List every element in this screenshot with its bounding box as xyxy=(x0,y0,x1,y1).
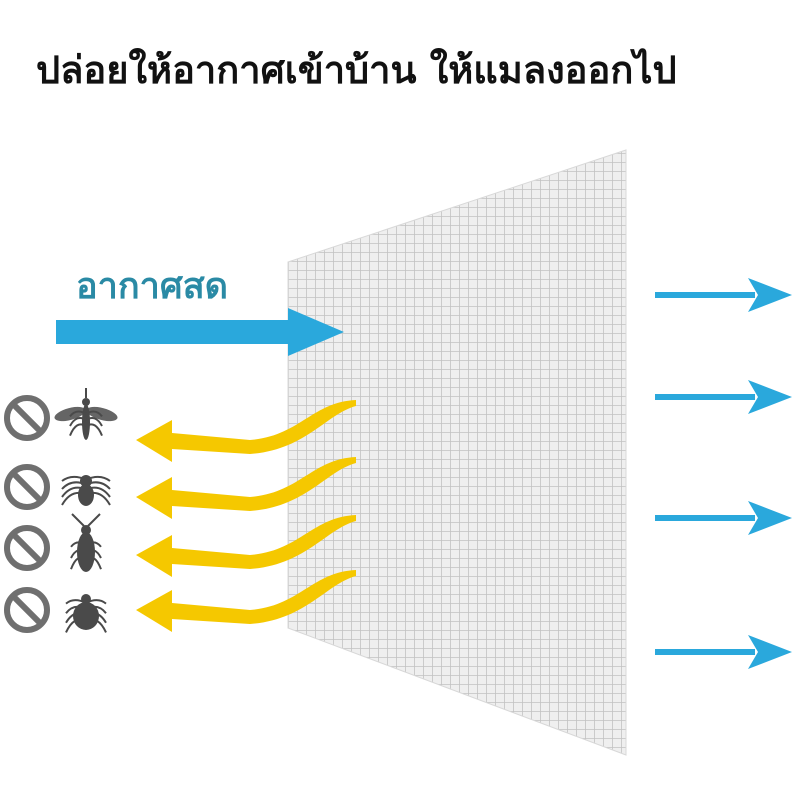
spider-icon xyxy=(61,475,111,506)
insect-blocked-arrow-body xyxy=(172,570,356,624)
headline: ปล่อยให้อากาศเข้าบ้าน ให้แมลงออกไป xyxy=(36,48,677,92)
tick-icon xyxy=(65,594,107,633)
blocked-insect-row xyxy=(4,587,107,633)
fresh-air-in-arrow xyxy=(56,308,344,356)
fresh-air-out-arrow-shaft xyxy=(655,394,755,400)
fresh-air-out-arrow-head xyxy=(748,278,792,312)
fresh-air-out-arrow xyxy=(655,501,792,535)
fresh-air-out-arrow-head xyxy=(748,635,792,669)
insect-blocked-arrow xyxy=(136,570,356,632)
insect-blocked-arrow-body xyxy=(172,400,356,454)
insect-blocked-arrow-body xyxy=(172,457,356,511)
fresh-air-out-arrow-head xyxy=(748,501,792,535)
forbidden-icon xyxy=(4,395,50,441)
insect-blocked-arrow-head xyxy=(136,535,172,577)
mosquito-icon xyxy=(54,388,118,440)
fresh-air-out-arrow xyxy=(655,635,792,669)
blocked-insects xyxy=(4,388,118,633)
insect-blocked-arrow-head xyxy=(136,420,172,462)
forbidden-icon xyxy=(4,587,50,633)
fresh-air-out-arrow-shaft xyxy=(655,649,755,655)
forbidden-icon xyxy=(4,464,50,510)
fresh-air-out-arrow xyxy=(655,380,792,414)
cockroach-icon xyxy=(70,513,102,572)
insect-screen-mesh xyxy=(287,149,627,756)
insect-blocked-arrow xyxy=(136,400,356,462)
fresh-air-out-arrow-shaft xyxy=(655,515,755,521)
fresh-air-out-arrow xyxy=(655,278,792,312)
fresh-air-out-arrow-shaft xyxy=(655,292,755,298)
fresh-air-out-arrow-head xyxy=(748,380,792,414)
insect-blocked-arrow xyxy=(136,457,356,519)
insect-blocked-arrow-head xyxy=(136,590,172,632)
blocked-insect-row xyxy=(4,388,118,441)
insect-blocked-arrow xyxy=(136,515,356,577)
fresh-air-out-arrows xyxy=(655,278,792,669)
blocked-insect-row xyxy=(4,513,102,572)
forbidden-icon xyxy=(4,525,50,571)
insect-blocked-arrow-body xyxy=(172,515,356,569)
insect-blocked-arrows xyxy=(136,400,356,632)
blocked-insect-row xyxy=(4,464,111,510)
insect-blocked-arrow-head xyxy=(136,477,172,519)
fresh-air-label: อากาศสด xyxy=(76,266,228,307)
